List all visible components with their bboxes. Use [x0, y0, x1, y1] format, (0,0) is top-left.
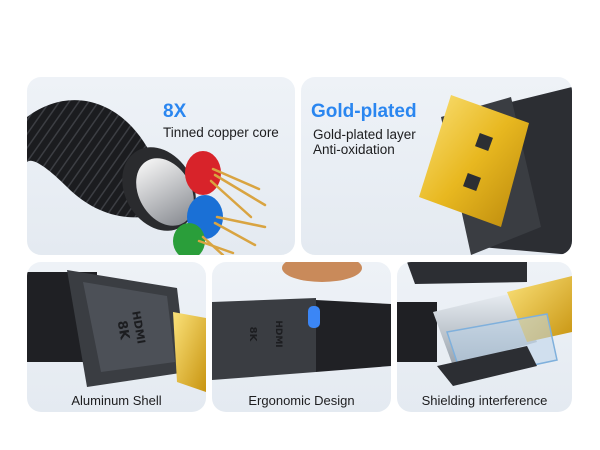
feature-description: Gold-plated layer: [313, 127, 416, 142]
feature-caption: Ergonomic Design: [248, 393, 355, 408]
feature-description: Tinned copper core: [163, 125, 279, 140]
feature-description: Anti-oxidation: [313, 142, 395, 157]
connector-spec-mark: 8K: [114, 319, 132, 341]
gold-plug-image: [419, 87, 572, 255]
feature-caption: Aluminum Shell: [71, 393, 162, 408]
feature-caption: Shielding interference: [421, 393, 548, 408]
ergonomic-grip-image: 8K HDMI: [212, 262, 391, 380]
connector-brand-mark: HDMI: [273, 320, 283, 347]
braided-cable-image: [27, 100, 267, 255]
shielding-image: [397, 262, 572, 386]
feature-headline: Gold-plated: [311, 101, 417, 122]
feature-panel-ergonomic: 8K HDMI Ergonomic Design: [212, 262, 391, 412]
connector-spec-mark: 8K: [247, 327, 258, 343]
feature-panel-aluminum-shell: HDMI 8K Aluminum Shell: [27, 262, 206, 412]
feature-panel-gold-plated: Gold-plated Gold-plated layer Anti-oxida…: [301, 77, 572, 255]
feature-panel-shielding: Shielding interference: [397, 262, 572, 412]
connector-brand-mark: HDMI: [129, 310, 148, 345]
aluminum-shell-image: HDMI 8K: [27, 270, 206, 392]
feature-headline: 8X: [163, 101, 187, 122]
feature-panel-copper-core: 8X Tinned copper core: [27, 77, 295, 255]
